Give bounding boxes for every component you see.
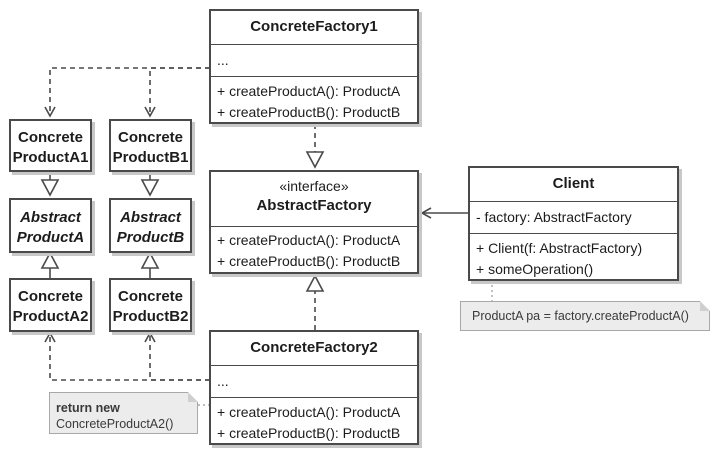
abstract-product-b-class[interactable]: Abstract ProductB — [109, 198, 192, 253]
concrete-factory1-field: ... — [217, 52, 229, 68]
concrete-factory2-method-b: + createProductB(): ProductB — [217, 425, 401, 441]
abstract-product-a-line1: Abstract — [20, 209, 81, 226]
concrete-product-b1-line2: ProductB1 — [112, 149, 189, 166]
abstract-factory-method-b: + createProductB(): ProductB — [217, 253, 401, 269]
concrete-product-a2-line2: ProductA2 — [12, 308, 89, 325]
abstract-factory-method-a: + createProductA(): ProductA — [217, 232, 401, 248]
abstract-product-b-line2: ProductB — [116, 229, 185, 246]
realization-b2-triangle — [140, 251, 160, 269]
concrete-factory2-class[interactable]: ConcreteFactory2 ... + createProductA():… — [209, 330, 419, 445]
note-fold-icon — [188, 392, 198, 402]
concrete-product-b1-line1: Concrete — [117, 129, 184, 146]
factory2-note-line1: return new — [56, 401, 120, 415]
client-name: Client — [552, 175, 595, 192]
client-constructor: + Client(f: AbstractFactory) — [476, 240, 643, 256]
client-some-operation: + someOperation() — [476, 261, 594, 277]
concrete-product-a1-line1: Concrete — [17, 129, 84, 146]
realization-a1-triangle — [40, 179, 60, 197]
client-note-text: ProductA pa = factory.createProductA() — [472, 309, 689, 323]
abstract-product-a-class[interactable]: Abstract ProductA — [9, 198, 92, 253]
client-class[interactable]: Client - factory: AbstractFactory + Clie… — [468, 166, 679, 281]
abstract-product-a-line2: ProductA — [16, 229, 85, 246]
factory2-note: return new ConcreteProductA2() — [49, 392, 198, 434]
abstract-factory-stereotype: «interface» — [279, 178, 349, 194]
realization-b1-triangle — [140, 179, 160, 197]
concrete-factory1-method-b: + createProductB(): ProductB — [217, 104, 401, 120]
concrete-factory2-name: ConcreteFactory2 — [250, 339, 378, 356]
concrete-factory2-method-a: + createProductA(): ProductA — [217, 404, 401, 420]
realization-factory1-triangle — [305, 151, 325, 169]
concrete-factory2-field: ... — [217, 373, 229, 389]
dependency-factory2-to-productb2 — [144, 331, 210, 381]
concrete-product-a2-line1: Concrete — [17, 288, 84, 305]
concrete-product-b2-line1: Concrete — [117, 288, 184, 305]
concrete-product-b1-class[interactable]: Concrete ProductB1 — [109, 119, 192, 172]
dependency-factory1-to-producta1 — [44, 67, 210, 118]
abstract-factory-name: AbstractFactory — [256, 197, 372, 214]
note-fold-icon — [700, 301, 710, 311]
client-field: - factory: AbstractFactory — [476, 209, 632, 225]
abstract-factory-interface[interactable]: «interface» AbstractFactory + createProd… — [209, 170, 419, 274]
concrete-product-b2-class[interactable]: Concrete ProductB2 — [109, 278, 192, 332]
concrete-product-a1-class[interactable]: Concrete ProductA1 — [9, 119, 92, 172]
factory2-note-line2: ConcreteProductA2() — [56, 417, 174, 431]
concrete-product-a1-line2: ProductA1 — [12, 149, 89, 166]
dependency-factory2-to-producta2 — [44, 331, 210, 381]
concrete-factory1-class[interactable]: ConcreteFactory1 ... + createProductA():… — [209, 9, 419, 124]
concrete-factory1-name: ConcreteFactory1 — [250, 18, 378, 35]
client-note: ProductA pa = factory.createProductA() — [460, 301, 710, 331]
concrete-factory1-method-a: + createProductA(): ProductA — [217, 83, 401, 99]
concrete-product-b2-line2: ProductB2 — [112, 308, 189, 325]
dependency-factory1-to-productb1 — [144, 67, 210, 118]
abstract-product-b-line1: Abstract — [120, 209, 181, 226]
realization-a2-triangle — [40, 251, 60, 269]
concrete-product-a2-class[interactable]: Concrete ProductA2 — [9, 278, 92, 332]
realization-factory2-triangle — [305, 274, 325, 292]
